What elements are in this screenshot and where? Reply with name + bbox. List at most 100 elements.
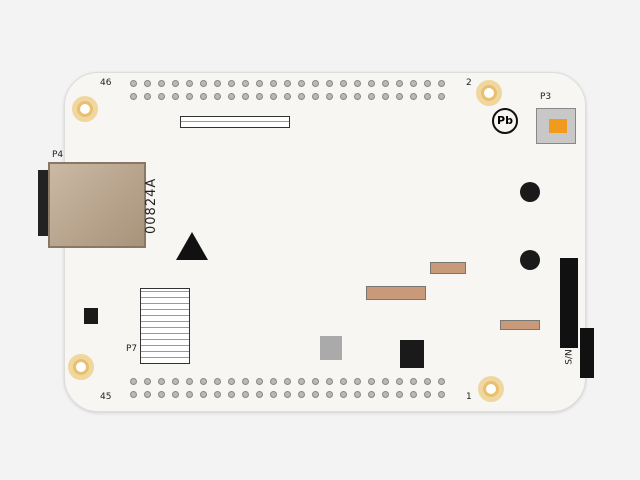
- header-pin: [186, 93, 193, 100]
- header-pin: [158, 378, 165, 385]
- lead-free-mark: Pb: [492, 108, 518, 134]
- header-pin: [130, 93, 137, 100]
- header-pin: [214, 391, 221, 398]
- sd-card-text: 00824A: [144, 177, 159, 234]
- connector: [580, 328, 594, 378]
- header-pin: [382, 80, 389, 87]
- header-pin: [298, 378, 305, 385]
- header-pin: [438, 93, 445, 100]
- header-pin: [410, 80, 417, 87]
- sd-label: P4: [52, 150, 64, 160]
- ic-pins: [180, 116, 290, 128]
- header-pin: [270, 378, 277, 385]
- component: [500, 320, 540, 330]
- header-pin: [326, 80, 333, 87]
- pin-label: 1: [466, 392, 472, 402]
- header-pin: [242, 391, 249, 398]
- header-pin: [438, 378, 445, 385]
- header-pin: [242, 80, 249, 87]
- component: [430, 262, 466, 274]
- header-pin: [130, 378, 137, 385]
- header-pin: [158, 80, 165, 87]
- header-pin: [410, 93, 417, 100]
- usb-label: P3: [540, 92, 552, 102]
- header-pin: [242, 378, 249, 385]
- header-pin: [368, 378, 375, 385]
- header-pin: [326, 391, 333, 398]
- header-pin: [298, 80, 305, 87]
- header-pin: [438, 391, 445, 398]
- crystal: [320, 336, 342, 360]
- mounting-hole: [68, 354, 94, 380]
- serial-label: S/N: [564, 349, 575, 365]
- header-pin: [424, 80, 431, 87]
- button[interactable]: [520, 182, 540, 202]
- header-pin: [382, 378, 389, 385]
- header-pin: [214, 93, 221, 100]
- mounting-hole: [478, 376, 504, 402]
- header-pin: [368, 80, 375, 87]
- header-pin: [312, 93, 319, 100]
- header-pin: [354, 80, 361, 87]
- mounting-hole: [72, 96, 98, 122]
- header-bottom: [130, 378, 445, 398]
- header-pin: [354, 93, 361, 100]
- pin-label: 2: [466, 78, 472, 88]
- header-pin: [228, 93, 235, 100]
- header-pin: [214, 378, 221, 385]
- header-pin: [396, 93, 403, 100]
- header-pin: [158, 93, 165, 100]
- header-pin: [326, 378, 333, 385]
- header-pin: [144, 80, 151, 87]
- header-top: [130, 80, 445, 100]
- header-pin: [312, 391, 319, 398]
- header-pin: [340, 378, 347, 385]
- microsd-slot[interactable]: 00824A: [48, 162, 159, 248]
- esd-warning-icon: [176, 232, 208, 260]
- chip: [400, 340, 424, 368]
- header-pin: [382, 93, 389, 100]
- pb-text: Pb: [497, 114, 513, 127]
- header-pin: [298, 93, 305, 100]
- header-pin: [270, 391, 277, 398]
- header-pin: [410, 391, 417, 398]
- header-pin: [396, 391, 403, 398]
- header-pin: [354, 391, 361, 398]
- header-pin: [144, 93, 151, 100]
- header-pin: [144, 378, 151, 385]
- header-label: P7: [126, 344, 138, 354]
- header-pin: [354, 378, 361, 385]
- header-pin: [186, 391, 193, 398]
- header-pin: [312, 378, 319, 385]
- header-pin: [326, 93, 333, 100]
- chip: [84, 308, 98, 324]
- header-pin: [172, 93, 179, 100]
- header-pin: [284, 80, 291, 87]
- header-pin: [368, 93, 375, 100]
- header-pin: [270, 93, 277, 100]
- header-pin: [284, 391, 291, 398]
- header-pin: [200, 93, 207, 100]
- header-pin: [200, 391, 207, 398]
- header-pin: [200, 80, 207, 87]
- header-pin: [424, 93, 431, 100]
- header-pin: [256, 391, 263, 398]
- usb-port[interactable]: [536, 108, 576, 144]
- header-pin: [438, 80, 445, 87]
- header-pin: [270, 80, 277, 87]
- mounting-hole: [476, 80, 502, 106]
- header-pin: [228, 80, 235, 87]
- header-pin: [200, 378, 207, 385]
- header-pin: [410, 378, 417, 385]
- header-pin: [424, 378, 431, 385]
- header-pin: [256, 378, 263, 385]
- header-pin: [368, 391, 375, 398]
- button[interactable]: [520, 250, 540, 270]
- header-pin: [312, 80, 319, 87]
- header-pin: [130, 80, 137, 87]
- header-pin: [214, 80, 221, 87]
- header-pin: [256, 93, 263, 100]
- expansion-header: [140, 288, 190, 364]
- header-pin: [424, 391, 431, 398]
- header-pin: [382, 391, 389, 398]
